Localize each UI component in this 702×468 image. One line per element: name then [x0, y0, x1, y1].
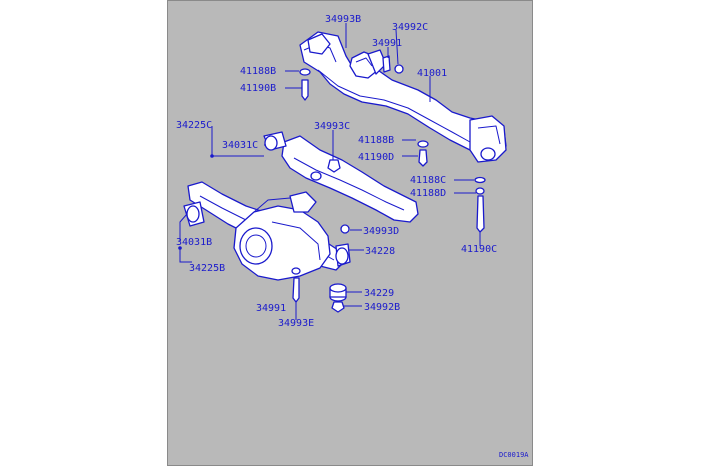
bolt-34993e — [292, 277, 300, 303]
label-41001: 41001 — [417, 68, 447, 79]
nut-34993c — [327, 159, 341, 173]
arm-34225c — [281, 135, 419, 223]
nut-34993d — [340, 224, 350, 234]
label-34225c: 34225C — [176, 120, 212, 131]
bracket-34993b — [349, 49, 387, 79]
label-34992c: 34992C — [392, 22, 428, 33]
label-34225b: 34225B — [189, 263, 225, 274]
leader-dots — [178, 154, 214, 250]
mount-34229 — [329, 283, 347, 302]
label-41188b-mid: 41188B — [358, 135, 394, 146]
bushing-34031b — [183, 201, 205, 227]
washer-41188b-top — [299, 68, 311, 76]
label-34228: 34228 — [365, 246, 395, 257]
label-41188d: 41188D — [410, 188, 446, 199]
nut-34992c — [394, 64, 404, 74]
bolt-41190b — [301, 79, 309, 101]
label-34993d: 34993D — [363, 226, 399, 237]
label-34992b: 34992B — [364, 302, 400, 313]
washer-41188d — [475, 187, 485, 195]
label-34991-top: 34991 — [372, 38, 402, 49]
differential-housing — [233, 191, 331, 281]
label-34031b: 34031B — [176, 237, 212, 248]
label-41188b-top: 41188B — [240, 66, 276, 77]
washer-41188c — [474, 176, 486, 184]
label-34993c: 34993C — [314, 121, 350, 132]
bolt-41190c — [476, 195, 485, 233]
label-41190b: 41190B — [240, 83, 276, 94]
spacer-34991-bottom — [291, 267, 301, 275]
washer-41188b-mid — [417, 140, 429, 148]
label-34031c: 34031C — [222, 140, 258, 151]
label-34991-bottom: 34991 — [256, 303, 286, 314]
drawing-code: DC0019A — [499, 451, 529, 459]
crossmember-41001 — [299, 31, 507, 163]
label-41188c: 41188C — [410, 175, 446, 186]
nut-34992b — [331, 301, 345, 313]
label-34993e: 34993E — [278, 318, 314, 329]
mount-34228 — [335, 243, 351, 267]
label-41190d: 41190D — [358, 152, 394, 163]
bushing-34031c — [263, 131, 287, 151]
label-34229: 34229 — [364, 288, 394, 299]
bolt-41190d — [418, 149, 428, 167]
spacer-34991-top — [382, 55, 391, 73]
leader-lines — [179, 23, 481, 320]
label-34993b: 34993B — [325, 14, 361, 25]
label-41190c: 41190C — [461, 244, 497, 255]
